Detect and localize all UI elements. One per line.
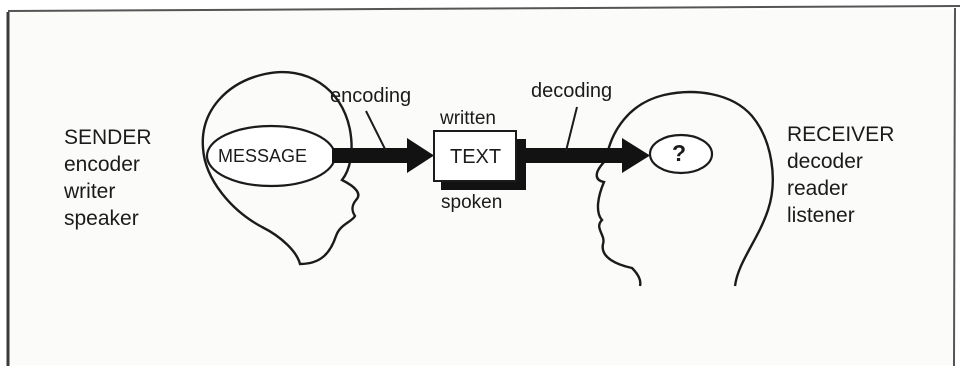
spoken-label: spoken [441,192,503,213]
written-label: written [440,108,496,129]
sender-role-speaker: speaker [64,207,139,230]
decoding-label: decoding [531,80,613,102]
receiver-role-listener: listener [787,204,855,227]
encoding-arrow-shaft [332,148,410,163]
decoding-leader-line [565,106,578,152]
frame-top-edge [7,5,961,12]
frame-right-edge [953,7,956,367]
receiver-role-reader: reader [787,177,848,200]
encoding-label: encoding [330,85,412,107]
sender-block: SENDER encoder writer speaker [64,124,152,232]
text-box-label: TEXT [450,146,502,168]
question-mark-icon: ? [672,140,687,166]
sender-head-outline [201,70,360,266]
receiver-title: RECEIVER [787,123,895,146]
receiver-role-decoder: decoder [787,150,863,173]
decoding-arrow-head [622,138,650,173]
sender-role-writer: writer [64,180,116,203]
receiver-thought-ellipse [648,133,714,175]
sender-title: SENDER [64,126,152,149]
text-box [433,130,517,182]
decoding-arrow-shaft [526,148,626,163]
encoding-arrow-head [407,138,434,173]
message-label: MESSAGE [218,146,308,166]
sender-role-encoder: encoder [64,153,140,176]
receiver-block: RECEIVER decoder reader listener [787,121,894,229]
encoding-leader-line [365,110,387,152]
